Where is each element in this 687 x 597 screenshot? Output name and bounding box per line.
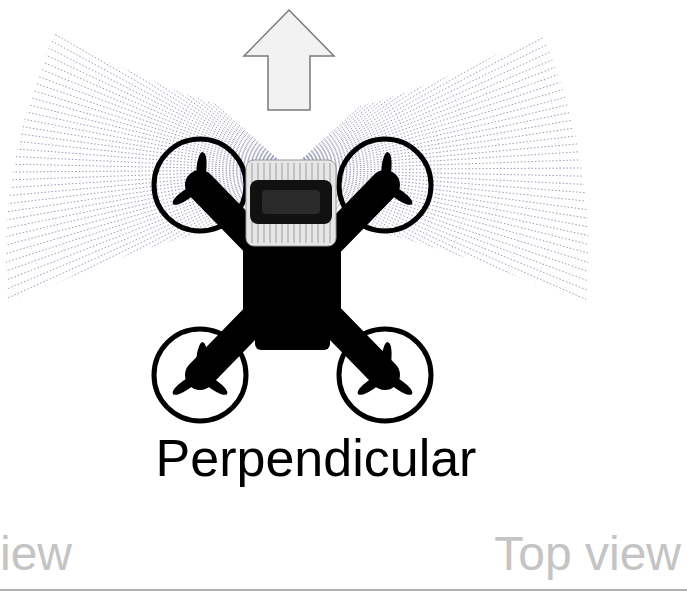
- panel-title: iew: [0, 530, 72, 578]
- drone: [154, 139, 431, 421]
- scan-ray: [290, 0, 651, 170]
- scan-ray: [290, 120, 687, 170]
- scan-ring: [20, 0, 560, 440]
- lidar-sensor: [246, 160, 336, 246]
- scan-ray: [290, 0, 617, 170]
- scan-ray: [290, 40, 687, 170]
- scan-ray: [0, 103, 290, 170]
- scan-ray: [290, 0, 672, 170]
- scan-ray: [0, 0, 290, 170]
- prop-blade: [383, 181, 415, 208]
- prop-blade: [170, 181, 202, 208]
- scan-ray: [0, 0, 290, 170]
- scan-ray: [0, 0, 290, 170]
- scan-ring: [0, 0, 590, 470]
- scan-ring: [50, 0, 530, 410]
- scan-ray: [0, 46, 290, 170]
- prop-blade: [355, 181, 387, 208]
- baseline-rule: [0, 589, 687, 591]
- prop-blade: [198, 181, 230, 208]
- scan-ray: [290, 18, 682, 170]
- scan-ray: [290, 0, 610, 170]
- scan-ray: [290, 7, 677, 170]
- scan-ray: [290, 170, 675, 338]
- scan-ray: [290, 170, 687, 191]
- scan-ray: [0, 0, 290, 170]
- prop-blade: [198, 371, 230, 398]
- scan-ray: [0, 0, 290, 170]
- scan-ray: [290, 0, 662, 170]
- direction-arrow: [244, 10, 334, 110]
- prop-blade: [380, 152, 393, 185]
- panel-title: Top view: [494, 530, 681, 578]
- scan-ray: [290, 0, 602, 170]
- scan-ray: [290, 0, 645, 170]
- scan-ray: [290, 0, 625, 170]
- scan-ring: [80, 0, 500, 380]
- scan-ring: [110, 0, 470, 350]
- scan-pattern: [0, 0, 687, 500]
- scan-ray: [0, 0, 290, 170]
- scan-ray: [290, 167, 687, 170]
- prop-blade: [383, 371, 415, 398]
- prop-blade: [170, 371, 202, 398]
- scan-ray: [290, 29, 686, 170]
- view-caption: Perpendicular: [156, 432, 477, 484]
- scan-ray: [0, 0, 290, 170]
- scan-ray: [290, 0, 667, 170]
- prop-blade: [195, 342, 208, 375]
- prop-blade: [355, 371, 387, 398]
- scan-ray: [290, 109, 687, 170]
- scan-ray: [290, 170, 687, 202]
- scan-ray: [0, 57, 290, 170]
- scan-ring: [0, 0, 620, 500]
- scan-ray: [0, 91, 290, 170]
- scan-ray: [290, 132, 687, 170]
- prop-blade: [195, 152, 208, 185]
- scan-ray: [290, 0, 657, 170]
- scan-ray: [0, 0, 290, 170]
- prop-blade: [380, 342, 393, 375]
